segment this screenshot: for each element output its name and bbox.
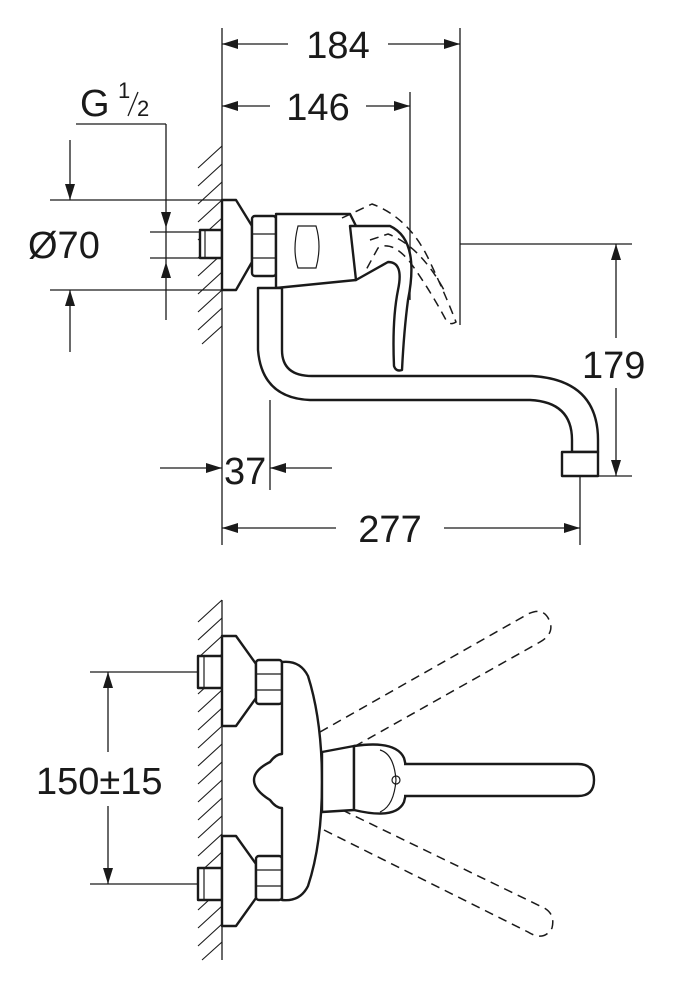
dimension-179: 179 <box>460 243 645 477</box>
thread-denominator: 2 <box>137 96 149 121</box>
upper-connector <box>196 634 284 728</box>
dim-179-label: 179 <box>582 345 645 387</box>
dim-184-label: 184 <box>306 25 369 67</box>
dimension-150: 150±15 <box>36 671 198 885</box>
dimension-diameter-70: Ø70 <box>28 140 222 352</box>
top-view: 150±15 <box>36 599 596 961</box>
side-view: 184 146 G 1 2 <box>28 25 645 551</box>
dimension-37: 37 <box>160 400 332 493</box>
faucet-side-body <box>198 198 600 478</box>
dimension-184: 184 <box>222 25 461 325</box>
faucet-top-body <box>252 660 596 902</box>
dimension-146: 146 <box>222 87 411 300</box>
thread-size-label: G 1 2 <box>76 78 171 320</box>
thread-numerator: 1 <box>118 78 130 103</box>
dimension-277: 277 <box>222 476 581 551</box>
dim-37-label: 37 <box>224 451 266 493</box>
dim-277-label: 277 <box>358 509 421 551</box>
dim-150-label: 150±15 <box>36 761 163 803</box>
lower-connector <box>196 834 284 928</box>
spout-swivel-range <box>319 610 554 937</box>
wall-hatch-lower <box>197 599 223 961</box>
dim-146-label: 146 <box>286 87 349 129</box>
dim-diameter-label: Ø70 <box>28 225 100 267</box>
thread-g: G <box>80 83 110 125</box>
